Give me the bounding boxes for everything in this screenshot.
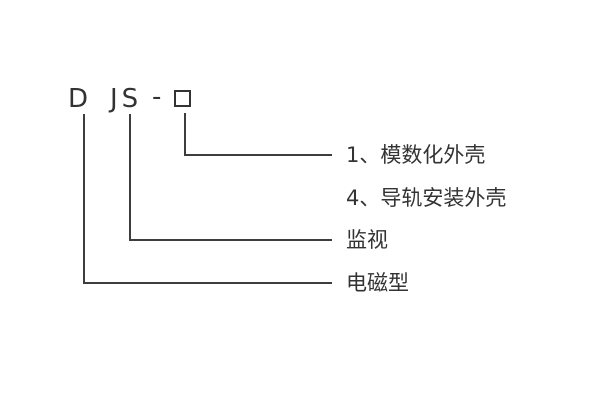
annotation-js-meaning: 监视 (346, 228, 388, 252)
annotation-d-meaning: 电磁型 (346, 271, 409, 295)
annotation-housing-option-1: 1、模数化外壳 (346, 143, 486, 167)
leader-line-box (184, 113, 332, 156)
leader-line-js (129, 114, 332, 241)
code-letters-js: JS (110, 84, 143, 114)
code-placeholder-box (174, 90, 191, 107)
annotation-housing-option-2: 4、导轨安装外壳 (346, 186, 507, 210)
leader-line-d (83, 114, 332, 284)
code-dash: - (152, 82, 166, 112)
code-letter-d: D (68, 84, 93, 114)
